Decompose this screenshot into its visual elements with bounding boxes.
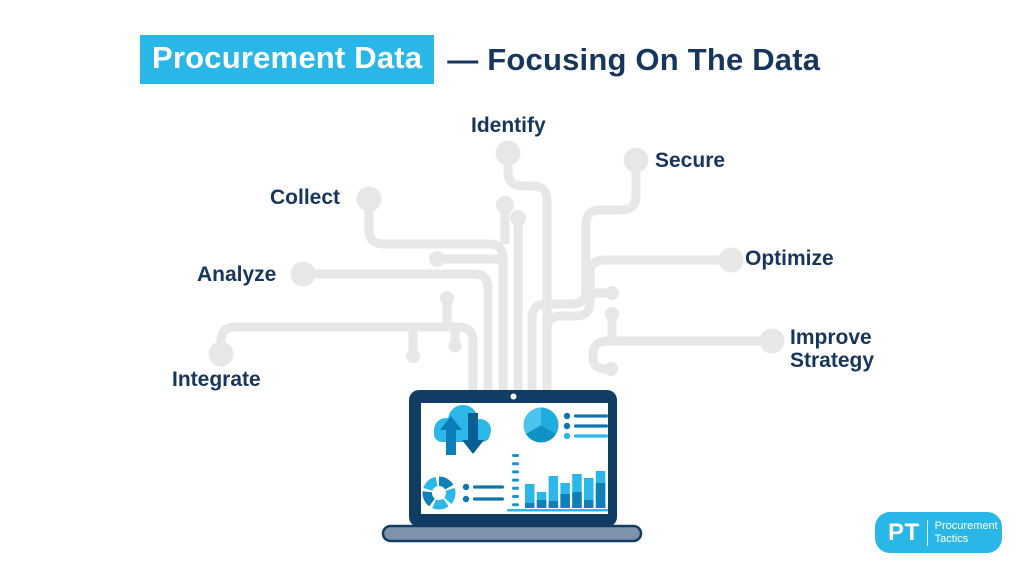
stub-dot bbox=[605, 286, 619, 300]
bar bbox=[548, 476, 559, 508]
stub-dot bbox=[429, 251, 445, 267]
title-highlighted-text: Procurement Data bbox=[140, 35, 435, 84]
laptop-illustration bbox=[381, 390, 643, 543]
page-title: Procurement Data — Focusing On The Data bbox=[140, 35, 820, 84]
cloud-sync-icon bbox=[434, 405, 491, 455]
donut-chart-icon bbox=[422, 476, 456, 510]
node-dot-integrate bbox=[208, 341, 234, 367]
step-label-analyze: Analyze bbox=[197, 263, 277, 286]
bar-dark-segment bbox=[572, 492, 582, 508]
bar-chart-axis-ticks bbox=[512, 454, 519, 507]
step-label-collect: Collect bbox=[270, 186, 341, 209]
upload-arrow bbox=[440, 416, 462, 455]
step-label-secure: Secure bbox=[655, 149, 726, 172]
pt-logo: PT Procurement Tactics bbox=[875, 512, 1002, 553]
node-dot-analyze bbox=[290, 261, 316, 287]
pie-chart-icon bbox=[523, 407, 559, 443]
stub-dot bbox=[440, 291, 454, 305]
bar-dark-segment bbox=[595, 483, 606, 508]
title-plain-text: — Focusing On The Data bbox=[447, 41, 821, 77]
trace-optimize bbox=[542, 255, 731, 392]
trace-improve bbox=[588, 336, 772, 374]
step-label-identify: Identify bbox=[471, 114, 546, 137]
bar-chart-baseline bbox=[507, 509, 608, 512]
bar bbox=[572, 474, 582, 508]
node-dot-collect bbox=[356, 186, 382, 212]
axis-tick bbox=[512, 503, 519, 507]
trace-secure bbox=[527, 160, 641, 392]
stub-dot bbox=[448, 339, 462, 353]
stub-dot bbox=[604, 362, 618, 376]
logo-name-line1: Procurement bbox=[934, 519, 998, 532]
pie-legend-lines bbox=[563, 412, 608, 440]
axis-tick bbox=[512, 470, 519, 474]
stub-dot bbox=[605, 307, 619, 321]
webcam-dot bbox=[510, 393, 517, 400]
axis-tick bbox=[512, 462, 519, 466]
bar-dark-segment bbox=[525, 503, 535, 508]
stub-dot bbox=[406, 349, 420, 363]
laptop-base bbox=[381, 524, 643, 543]
stub-dot bbox=[510, 210, 526, 226]
node-dot-improve bbox=[759, 328, 785, 354]
donut-legend-lines bbox=[462, 483, 504, 503]
circuit-node-dots bbox=[208, 140, 785, 376]
trace-identify bbox=[503, 153, 552, 392]
axis-tick bbox=[512, 478, 519, 482]
trace-analyze bbox=[303, 269, 493, 392]
node-dot-secure bbox=[623, 147, 649, 173]
bar bbox=[584, 478, 594, 508]
logo-initials: PT bbox=[888, 518, 920, 546]
download-arrow bbox=[462, 413, 484, 454]
node-dot-identify bbox=[495, 140, 521, 166]
bar bbox=[525, 484, 535, 508]
logo-name-line2: Tactics bbox=[934, 532, 969, 545]
axis-tick bbox=[512, 486, 519, 490]
bar-dark-segment bbox=[548, 501, 559, 508]
bar-chart-icon bbox=[525, 471, 606, 508]
trace-integrate bbox=[216, 322, 478, 392]
step-label-improve-strategy: Improve Strategy bbox=[790, 326, 875, 372]
bar-dark-segment bbox=[584, 500, 594, 508]
logo-name: Procurement Tactics bbox=[926, 519, 998, 546]
bar-dark-segment bbox=[536, 500, 547, 508]
step-label-integrate: Integrate bbox=[172, 368, 261, 391]
trace-collect bbox=[364, 199, 508, 392]
node-dot-optimize bbox=[718, 247, 744, 273]
bar-dark-segment bbox=[560, 494, 570, 508]
axis-tick bbox=[512, 495, 519, 498]
step-label-optimize: Optimize bbox=[745, 247, 834, 270]
axis-tick bbox=[512, 454, 519, 457]
stub-dot bbox=[496, 196, 514, 214]
